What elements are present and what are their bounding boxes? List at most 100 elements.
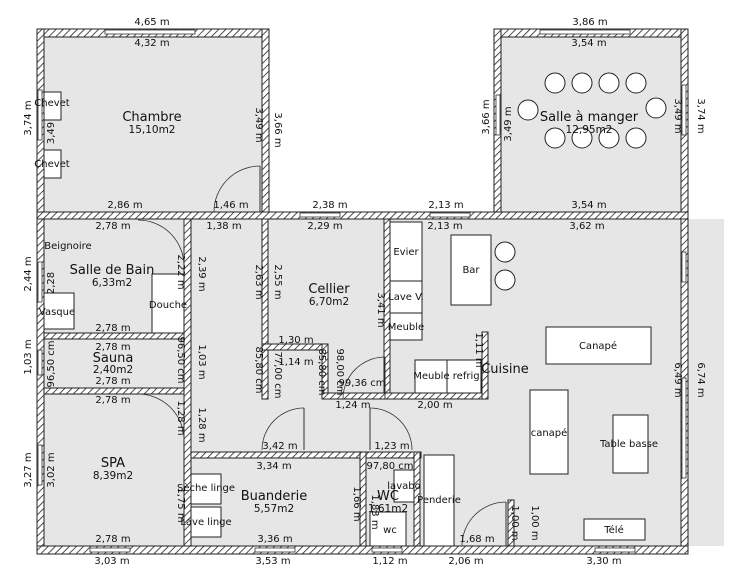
wall [261,218,269,400]
dimensions-vertical: 3,74 m 3,49 2,44 m 2,28 1,03 m 96,50 cm … [23,98,706,540]
vasque [43,292,75,330]
chair [625,127,647,149]
dim-v-175: 1,75 m [175,487,186,522]
bar [450,234,492,306]
window [681,84,687,136]
dim-278b: 2,78 m [95,323,130,334]
dim-213: 2,13 m [427,221,462,232]
dim-200: 2,00 m [417,400,452,411]
room-area-buanderie: 5,57m2 [254,503,294,515]
room-name-spa: SPA [101,456,125,471]
label-lave-v: Lave V. [388,292,424,303]
dim-342: 3,42 m [262,441,297,452]
window [37,89,43,141]
window [104,29,196,35]
dim-left-228: 2,28 [46,272,57,294]
dim-left-327: 3,27 m [23,452,34,487]
dim-bot-353: 3,53 m [255,556,290,567]
room-area-cellier: 6,70m2 [309,296,349,308]
room-name-chambre: Chambre [122,110,181,125]
dim-v-8580b: 85,80 cm [316,348,327,395]
dim-v-100b: 1,00 m [529,505,540,540]
dim-top-right-outer: 3,86 m [572,17,607,28]
label-chevet-top: Chevet [34,98,70,109]
dim-v-239: 2,39 m [196,256,207,291]
dim-v-7700: 77,00 cm [272,351,283,398]
dim-corridor-top: 2,38 m [312,200,347,211]
dim-v-222: 2,22 m [175,254,186,289]
chair [544,127,566,149]
window [254,547,296,553]
window [371,547,403,553]
dim-9780: 97,80 cm [366,461,413,472]
dim-v-100a: 1,00 m [509,505,520,540]
label-seche-linge: Sèche linge [177,482,235,494]
dim-278a: 2,78 m [95,221,130,232]
dim-top-left-outer: 4,65 m [134,17,169,28]
room-area-spa: 8,39m2 [93,470,133,482]
label-douche: Douche [149,300,187,311]
label-tele: Télé [603,524,624,536]
seche-linge [190,473,222,505]
dim-corridor-top2: 2,13 m [428,200,463,211]
label-chevet-bottom: Chevet [34,159,70,170]
label-beignoire: Beignoire [44,241,91,252]
dim-right-374: 3,74 m [695,98,706,133]
dim-sam-bottom: 3,54 m [571,200,606,211]
chair [598,127,620,149]
dim-chambre-top: 4,32 m [134,38,169,49]
dim-v-349a: 3,49 m [253,107,264,142]
chair [625,72,647,94]
room-name-wc: WC [377,489,399,504]
label-wc: wc [383,525,397,536]
door-swing [137,393,185,441]
lave-linge [190,506,222,538]
dim-130: 1,30 m [278,335,313,346]
dim-9936: 99,36 cm [338,378,385,389]
wall [481,331,489,400]
dim-right-674: 6,74 m [695,362,706,397]
room-name-salle-manger: Salle à manger [540,110,639,125]
tele [583,518,646,541]
room-labels: Chambre 15,10m2 Salle à manger 12,95m2 S… [70,110,639,515]
label-lavabo: lavabo [387,481,420,492]
wall [43,332,185,340]
room-area-salle-bain: 6,33m2 [92,277,132,289]
dim-278d: 2,78 m [95,376,130,387]
label-lave-linge: Lave linge [180,517,231,528]
window [539,29,631,35]
door-swing [213,165,261,213]
room-area-salle-manger: 12,95m2 [566,124,613,136]
wall [507,499,515,547]
dim-v-111: 1,11 m [473,332,484,367]
canape-side [529,389,569,475]
window [429,212,471,218]
wall [359,451,367,547]
label-vasque: Vasque [39,307,75,318]
dim-v-366b: 3,66 m [481,99,492,134]
dim-left-9650: 96,50 cm [46,340,57,387]
canape [545,326,652,365]
door-swing [261,407,305,451]
room-name-sauna: Sauna [93,351,134,366]
window [594,547,636,553]
table-basse [612,414,649,474]
window [681,377,687,479]
wc-bowl [369,511,407,547]
room-area-chambre: 15,10m2 [129,124,176,136]
window [37,444,43,486]
dim-chambre-bottom: 2,86 m [107,200,142,211]
label-bar: Bar [462,265,480,276]
dim-bot-330: 3,30 m [586,556,621,567]
wall [190,451,422,459]
label-canape-side: canapé [531,427,568,439]
dim-bot-112: 1,12 m [372,556,407,567]
dim-v-649: 6,49 m [672,362,683,397]
wall [183,218,192,547]
chair [571,127,593,149]
wall [36,545,689,555]
room-name-cuisine: Cuisine [481,362,529,377]
door-swing [369,407,413,451]
dim-336: 3,36 m [257,534,292,545]
